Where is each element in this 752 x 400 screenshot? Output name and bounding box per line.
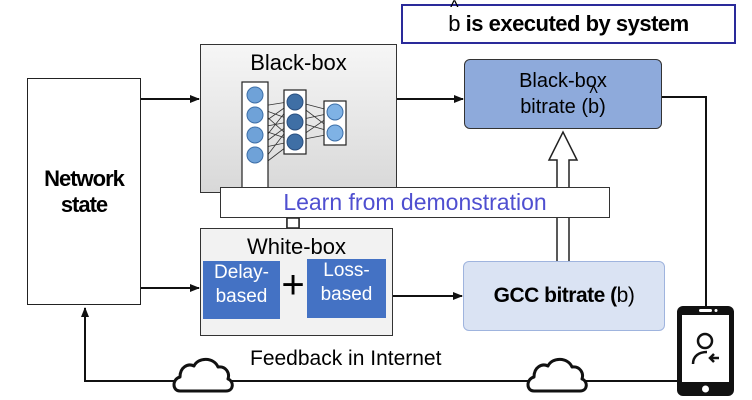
gcc-bitrate-box: GCC bitrate (b) — [463, 261, 665, 331]
learn-from-demonstration-bar: Learn from demonstration — [220, 187, 610, 218]
b-hat-symbol: b — [588, 80, 599, 120]
gcc-suffix: ) — [627, 284, 635, 307]
plus-sign: + — [281, 263, 305, 307]
network-state-line1: Network — [44, 165, 125, 191]
loss-line1: Loss- — [323, 260, 370, 281]
loss-based-block: Loss- based — [307, 259, 386, 318]
feedback-line — [81, 307, 682, 382]
b-hat-symbol: b — [448, 0, 460, 37]
smartphone-user-icon — [677, 306, 734, 396]
nn-hidden-node — [286, 133, 304, 151]
gcc-symbol: b — [616, 284, 629, 307]
bb-bitrate-line1: Black-box — [519, 70, 607, 92]
blackbox-title: Black-box — [250, 50, 347, 75]
gcc-label: GCC bitrate ( — [493, 284, 618, 307]
line-bitrate-to-phone — [662, 96, 707, 306]
nn-input-node — [246, 106, 264, 124]
executed-by-system-label: b is executed by system — [401, 0, 736, 44]
learn-label: Learn from demonstration — [283, 189, 547, 215]
nn-hidden-node — [286, 93, 304, 111]
cloud-icon — [172, 357, 234, 393]
bb-bitrate-prefix: bitrate ( — [520, 96, 588, 118]
delay-based-block: Delay- based — [203, 261, 280, 319]
whitebox-model: White-box Delay- based + Loss- based — [200, 228, 393, 336]
nn-hidden-node — [286, 113, 304, 131]
loss-line2: based — [320, 284, 373, 305]
nn-input-node — [246, 86, 264, 104]
delay-line2: based — [215, 286, 268, 307]
nn-input-node — [246, 146, 264, 164]
blackbox-bitrate-box: Black-box bitrate (b) — [464, 59, 662, 129]
delay-line1: Delay- — [214, 262, 269, 283]
network-state-line2: state — [60, 191, 108, 217]
bb-bitrate-suffix: ) — [599, 96, 606, 118]
nn-output-node — [326, 124, 344, 142]
blackbox-model: Black-box — [200, 44, 397, 194]
neural-network-icon — [241, 81, 347, 194]
whitebox-title: White-box — [246, 234, 347, 259]
nn-input-node — [246, 126, 264, 144]
cloud-icon — [526, 357, 588, 393]
nn-output-node — [326, 103, 344, 121]
executed-label-text: is executed by system — [460, 11, 690, 36]
network-state-box: Network state — [27, 78, 141, 305]
feedback-label: Feedback in Internet — [250, 347, 442, 370]
